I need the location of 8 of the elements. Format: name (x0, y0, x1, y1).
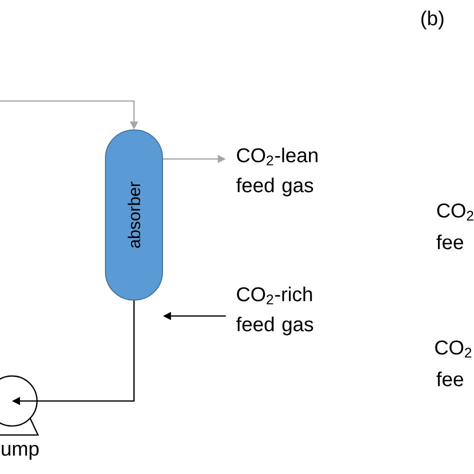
stream-label: CO$_{2}$-lean feed gas (236, 148, 318, 196)
stream-label: CO$_{2}$ (437, 203, 474, 221)
absorber-column: absorber (105, 130, 163, 300)
stream-label: fee (436, 234, 464, 250)
panel-label: (b) (421, 10, 444, 30)
stream-label: CO$_{2}$-rich feed gas (236, 286, 314, 336)
stream-label: fee (436, 372, 464, 386)
stream-label: CO$_{2}$ (435, 340, 472, 358)
